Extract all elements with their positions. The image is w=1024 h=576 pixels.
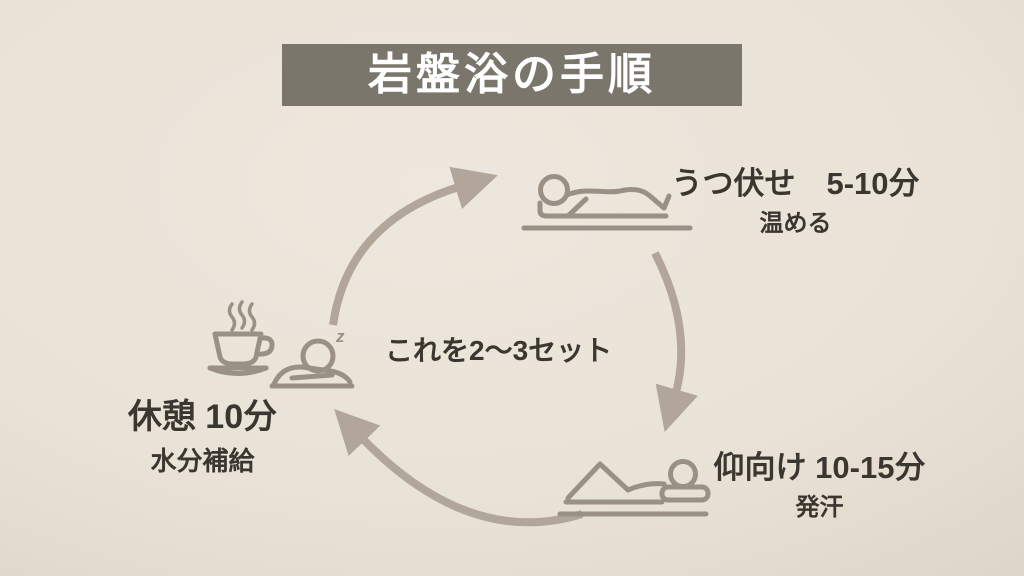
arrow-supine-to-rest-icon (334, 408, 584, 527)
person-lying-facedown-icon (518, 166, 696, 238)
arrow-rest-to-prone-icon (329, 166, 498, 326)
coffee-cup-steam-icon (203, 298, 285, 382)
step-prone-sublabel: 温める (759, 209, 832, 237)
step-rest: 休憩 10分 水分補給 (105, 398, 300, 477)
step-supine: 仰向け 10-15分 発汗 (672, 450, 967, 522)
sleeping-person-icon: z (266, 320, 358, 400)
step-supine-sublabel: 発汗 (795, 493, 844, 521)
arrow-prone-to-supine-icon (651, 251, 698, 432)
step-prone: うつ伏せ 5-10分 温める (648, 166, 943, 238)
step-rest-sublabel: 水分補給 (150, 446, 255, 477)
sleep-z-glyph: z (335, 327, 345, 346)
person-lying-faceup-icon (552, 446, 714, 526)
cycle-center-note: これを2〜3セット (385, 335, 613, 366)
step-supine-label: 仰向け 10-15分 (713, 450, 926, 485)
title-banner: 岩盤浴の手順 (282, 44, 742, 106)
page-title: 岩盤浴の手順 (368, 50, 656, 99)
step-rest-label: 休憩 10分 (127, 398, 278, 436)
step-prone-label: うつ伏せ 5-10分 (671, 166, 920, 201)
